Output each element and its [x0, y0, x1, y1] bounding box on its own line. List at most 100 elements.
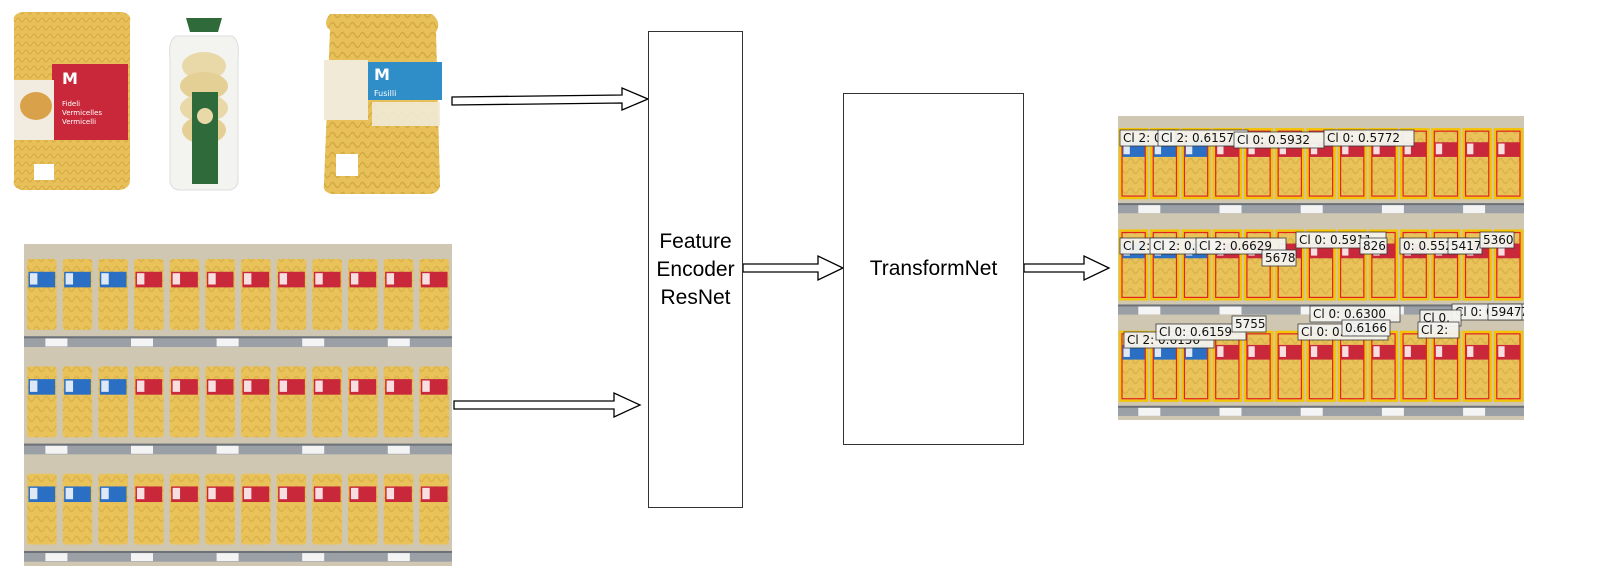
shelf-package [276, 259, 307, 330]
shelf-package [241, 259, 271, 330]
svg-text:Vermicelli: Vermicelli [62, 118, 96, 126]
shelf-package [1464, 130, 1490, 198]
detection-box [1399, 128, 1430, 200]
svg-text:5755: 5755 [1235, 317, 1266, 331]
detection-label: 826 [1359, 237, 1388, 255]
shelf-package [1402, 332, 1428, 400]
shelf-package [205, 366, 235, 438]
shelf-package [1339, 332, 1365, 400]
arrow-encoder-to-transformnet [742, 254, 845, 282]
shelf-package [348, 473, 378, 545]
detection-box [1462, 128, 1492, 200]
product-image-nests [169, 18, 239, 191]
detection-box [1118, 229, 1149, 301]
shelf-package [1121, 332, 1147, 400]
shelf-photo-input [24, 244, 452, 566]
detection-label: 5947 [1487, 303, 1523, 321]
shelf-package [27, 366, 57, 438]
shelf-package [419, 473, 449, 545]
shelf-package [169, 259, 200, 330]
shelf-package [1433, 332, 1459, 400]
shelf-package [1370, 130, 1397, 198]
shelf-package [1370, 332, 1397, 400]
svg-text:Cl 0: 0.5932: Cl 0: 0.5932 [1237, 133, 1310, 147]
detection-label: Cl 0: 0.5772 [1323, 129, 1415, 147]
svg-text:Cl 2: 0.6: Cl 2: 0.6 [1153, 239, 1203, 253]
svg-text:0.6166: 0.6166 [1345, 321, 1387, 335]
detection-label: Cl 2: 0.6157 [1157, 129, 1249, 147]
detection-box [1462, 229, 1492, 301]
shelf-package [1183, 332, 1209, 400]
arrow-shelf-to-encoder [453, 391, 642, 419]
svg-text:0: 0.5525: 0: 0.5525 [1403, 239, 1460, 253]
arrow-products-to-encoder [451, 87, 650, 111]
product-brand: M [62, 69, 78, 88]
shelf-package [134, 473, 164, 545]
svg-text:Cl 0: 0.6159: Cl 0: 0.6159 [1159, 325, 1232, 339]
shelf-package [98, 366, 128, 438]
svg-text:Fusilli: Fusilli [374, 89, 396, 98]
feature-encoder-block: Feature Encoder ResNet [648, 31, 743, 508]
detection-box [1212, 229, 1243, 301]
arrow-transformnet-to-output [1023, 254, 1111, 282]
detection-label: Cl 0: 0.5932 [1233, 131, 1325, 149]
transformnet-label: TransformNet [869, 257, 998, 280]
transformnet-block: TransformNet [843, 93, 1024, 445]
svg-text:Cl 2: 0.6157: Cl 2: 0.6157 [1161, 131, 1234, 145]
shelf-package [276, 473, 307, 545]
svg-text:5417: 5417 [1451, 239, 1482, 253]
shelf-package [62, 366, 93, 438]
shelf-package [312, 259, 342, 330]
shelf-package [27, 259, 57, 330]
shelf-package [1183, 130, 1209, 198]
detection-label: 5678 [1261, 249, 1297, 267]
shelf-package [312, 473, 342, 545]
svg-text:826: 826 [1363, 239, 1386, 253]
svg-text:5360: 5360 [1483, 233, 1514, 247]
svg-text:Fideli: Fideli [62, 100, 80, 108]
svg-text:Cl 2: 0.6629: Cl 2: 0.6629 [1199, 239, 1272, 253]
detection-box [1399, 330, 1430, 402]
shelf-package [98, 259, 128, 330]
shelf-package [1277, 332, 1303, 400]
detection-box [1181, 229, 1211, 301]
detection-box [1462, 330, 1492, 402]
detection-label: Cl 2: [1417, 321, 1460, 339]
feature-encoder-label: Feature Encoder ResNet [656, 229, 735, 309]
shelf-package [276, 366, 307, 438]
shelf-package [134, 366, 164, 438]
shelf-package [205, 473, 235, 545]
detection-label: Cl 0: 0.6300 [1309, 305, 1401, 323]
detection-box [1243, 128, 1274, 200]
svg-text:Cl 0.: Cl 0. [1423, 311, 1450, 325]
detection-box [1275, 330, 1305, 402]
shelf-package [419, 259, 449, 330]
shelf-package [205, 259, 235, 330]
svg-text:Cl 0: 0.6300: Cl 0: 0.6300 [1313, 307, 1386, 321]
shelf-package [312, 366, 342, 438]
shelf-package [169, 366, 200, 438]
shelf-package [169, 473, 200, 545]
shelf-package [62, 259, 93, 330]
shelf-package [383, 366, 414, 438]
shelf-package [1433, 130, 1459, 198]
shelf-package [241, 473, 271, 545]
detection-box [1306, 128, 1336, 200]
shelf-package [241, 366, 271, 438]
svg-text:Cl 0: 0.5911: Cl 0: 0.5911 [1299, 233, 1372, 247]
shelf-package [1152, 332, 1178, 400]
shelf-package [1308, 332, 1334, 400]
svg-text:5947: 5947 [1491, 305, 1522, 319]
detection-label: 0.6166 [1341, 319, 1391, 337]
detection-box [1150, 229, 1180, 301]
shelf-package [419, 366, 449, 438]
shelf-package [1464, 332, 1490, 400]
detection-box [1493, 128, 1524, 200]
detection-box [1431, 128, 1461, 200]
detection-box [1275, 128, 1305, 200]
shelf-package [1495, 332, 1521, 400]
shelf-package [383, 259, 414, 330]
shelf-package [62, 473, 93, 545]
detection-box [1493, 330, 1524, 402]
